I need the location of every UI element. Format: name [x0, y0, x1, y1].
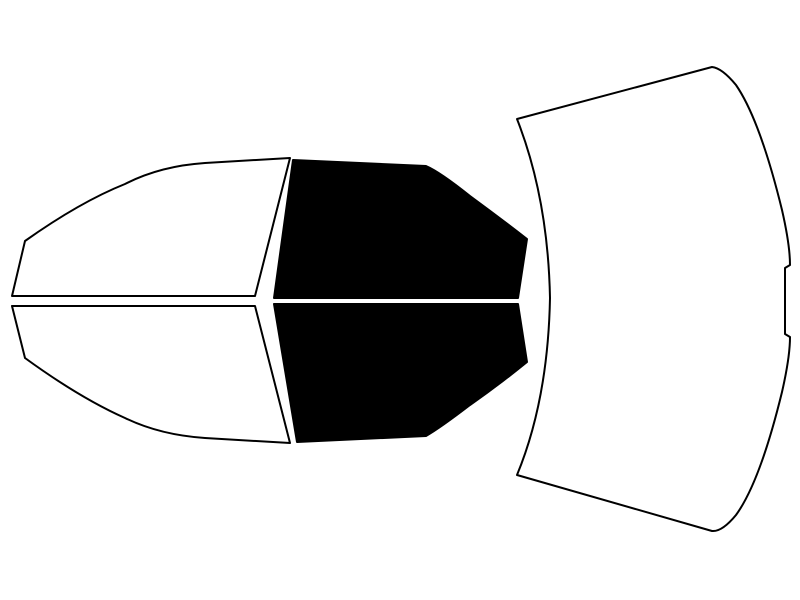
front-side-window-lower: [273, 303, 528, 443]
front-side-window-upper: [273, 159, 528, 299]
windshield: [516, 66, 791, 533]
rear-side-window-upper: [11, 157, 291, 297]
rear-side-window-lower: [11, 305, 291, 444]
